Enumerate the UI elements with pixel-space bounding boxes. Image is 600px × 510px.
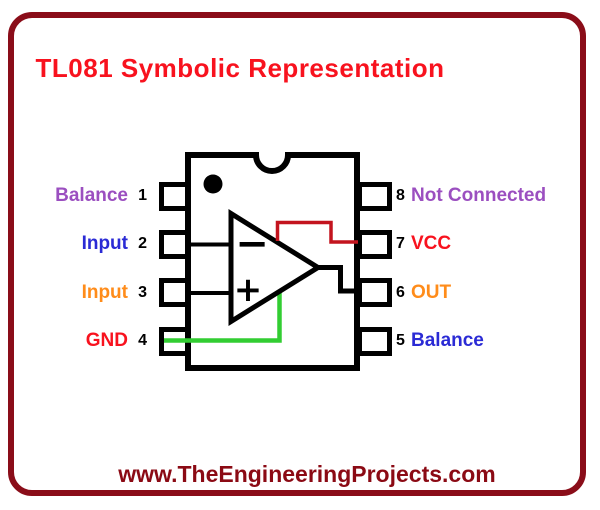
footer-website-url: www.TheEngineeringProjects.com xyxy=(118,461,496,487)
pin-label-not-connected-8: Not Connected xyxy=(411,185,547,206)
pin-stub-1 xyxy=(159,182,190,211)
pin-label-vcc-7: VCC xyxy=(411,233,452,254)
gnd-wire xyxy=(164,293,282,343)
pin-label-input-3: Input xyxy=(81,282,128,303)
pin-label-balance-5: Balance xyxy=(411,330,484,351)
inverting-minus-icon: − xyxy=(235,221,269,267)
pin-number-8: 8 xyxy=(396,187,405,204)
pin1-indicator-dot xyxy=(203,174,223,194)
pin-label-input-2: Input xyxy=(81,233,128,254)
pin-number-2: 2 xyxy=(138,235,147,252)
vcc-wire xyxy=(275,220,358,244)
pin-number-7: 7 xyxy=(396,235,405,252)
pin-label-gnd-4: GND xyxy=(85,330,128,351)
diagram-border-frame xyxy=(8,12,586,496)
pin-number-4: 4 xyxy=(138,332,147,349)
pin-number-5: 5 xyxy=(396,332,405,349)
pin-stub-8 xyxy=(357,182,392,211)
pin-stub-7 xyxy=(357,230,392,259)
pin-number-1: 1 xyxy=(138,187,147,204)
pin-label-out-6: OUT xyxy=(411,282,452,303)
pin-stub-3 xyxy=(159,278,190,307)
page-title: TL081 Symbolic Representation xyxy=(35,53,445,83)
opamp-triangle xyxy=(228,209,323,326)
pin-number-6: 6 xyxy=(396,284,405,301)
pin-stub-2 xyxy=(159,230,190,259)
noninverting-plus-icon: + xyxy=(234,270,263,310)
pin-label-balance-1: Balance xyxy=(55,185,128,206)
pin-stub-6 xyxy=(357,278,392,307)
output-wire xyxy=(315,265,358,294)
pin-stub-5 xyxy=(357,327,392,356)
pin-number-3: 3 xyxy=(138,284,147,301)
